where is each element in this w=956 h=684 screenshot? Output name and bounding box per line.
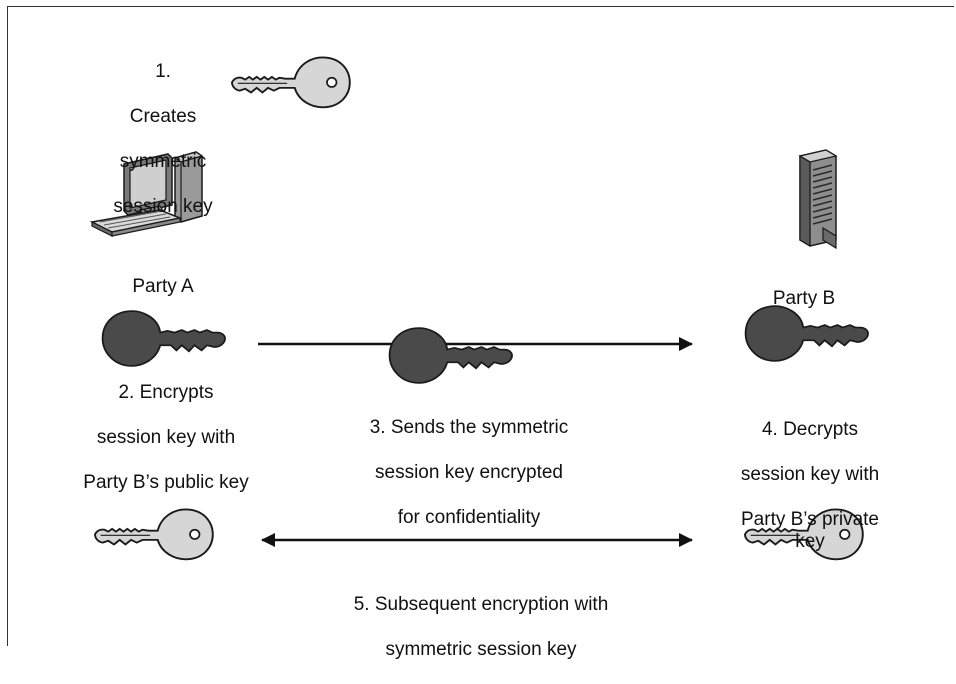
step2-line: session key with (96, 426, 236, 448)
step1-line: Creates (129, 105, 197, 127)
desktop-computer-icon (89, 151, 204, 237)
step4-label: 4. Decrypts session key with Party B’s p… (737, 396, 883, 576)
tower-server-icon (798, 149, 838, 250)
party-b-name: Party B (772, 287, 836, 309)
step5-line: symmetric session key (385, 638, 577, 660)
step2-label: 2. Encrypts session key with Party B’s p… (83, 359, 248, 517)
step3-line: session key encrypted (375, 461, 563, 483)
diagram-canvas (89, 56, 869, 561)
step3-label: 3. Sends the symmetric session key encry… (370, 394, 569, 552)
step5-line: 5. Subsequent encryption with (353, 593, 609, 615)
dark-key-icon (388, 327, 513, 384)
step1-line: 1. (155, 60, 171, 82)
light-key-icon (94, 508, 214, 561)
light-key-icon (744, 508, 864, 561)
diagram-frame (7, 6, 954, 646)
step3-line: for confidentiality (397, 506, 541, 528)
step1-label: 1. Creates symmetric session key (113, 38, 212, 241)
step5-label: 5. Subsequent encryption with symmetric … (354, 571, 609, 684)
step4-line: Party B’s private key (741, 508, 879, 553)
step4-line: session key with (740, 463, 880, 485)
party-b-label: Party B (773, 265, 835, 333)
step3-line: 3. Sends the symmetric (369, 416, 569, 438)
step2-line: 2. Encrypts (118, 381, 214, 403)
step1-line: symmetric (119, 150, 207, 172)
step2-line: Party B’s public key (83, 471, 249, 493)
party-a-label: Party A (132, 253, 193, 321)
party-a-name: Party A (132, 275, 194, 297)
step1-line: session key (113, 195, 213, 217)
light-key-icon (231, 56, 351, 109)
step4-line: 4. Decrypts (761, 418, 859, 440)
